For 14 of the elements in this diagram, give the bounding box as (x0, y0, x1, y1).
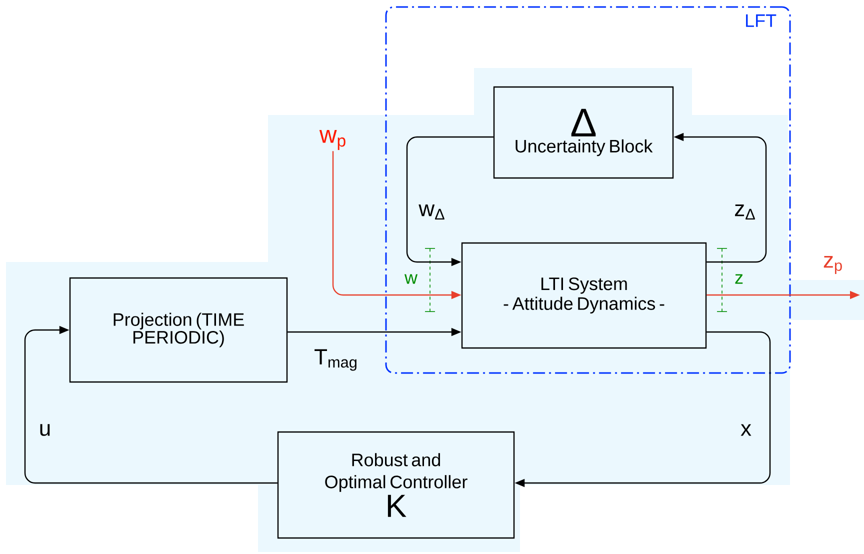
block-box: Projection (TIME PERIODIC) (69, 277, 288, 383)
edge-label: u (40, 424, 50, 436)
edge-label: z$_{Δ}$ (735, 204, 755, 220)
block-box: LTI System - Attitude Dynamics - (461, 242, 707, 349)
edge-label: x (740, 424, 752, 436)
edge-label: w$_{Δ}$ (418, 204, 444, 220)
block-box: Robust and Optimal Controller K (277, 431, 515, 539)
signal-label: z (735, 274, 743, 284)
signal-label: w (404, 274, 418, 284)
arrow (24, 326, 278, 484)
edge-label: z$_{p}$ (824, 256, 842, 274)
block-box: Δ Uncertainty Block (493, 86, 674, 179)
edge-label: T$_{mag}$ (314, 349, 356, 371)
signal-label: w$_{p}$ (319, 130, 346, 150)
